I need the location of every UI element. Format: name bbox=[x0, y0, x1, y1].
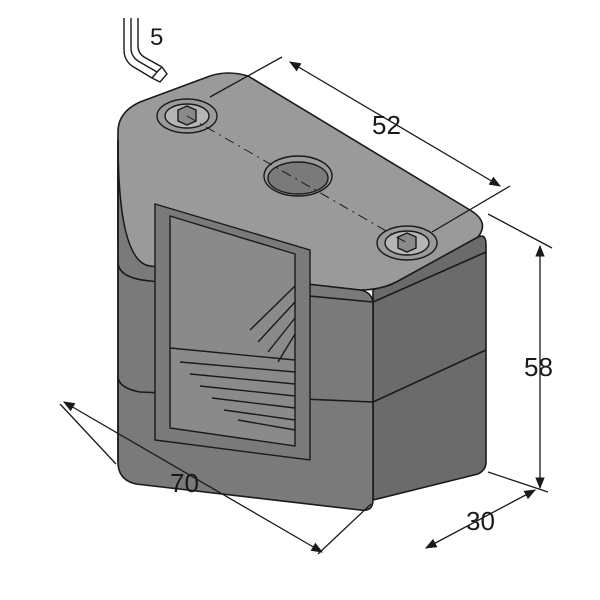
dimension-depth bbox=[424, 489, 537, 549]
dimension-width-front-label: 70 bbox=[170, 468, 199, 498]
hex-key-size-label: 5 bbox=[150, 24, 163, 51]
hex-key-icon bbox=[123, 18, 168, 83]
dimension-height bbox=[487, 213, 553, 493]
dimension-length-top-label: 52 bbox=[372, 110, 401, 140]
dimension-length-top bbox=[209, 56, 511, 233]
side-face bbox=[372, 235, 487, 501]
dimension-width-front bbox=[59, 401, 372, 555]
dimension-depth-label: 30 bbox=[466, 506, 495, 536]
cable-opening bbox=[154, 203, 311, 461]
dimension-height-label: 58 bbox=[524, 352, 553, 382]
